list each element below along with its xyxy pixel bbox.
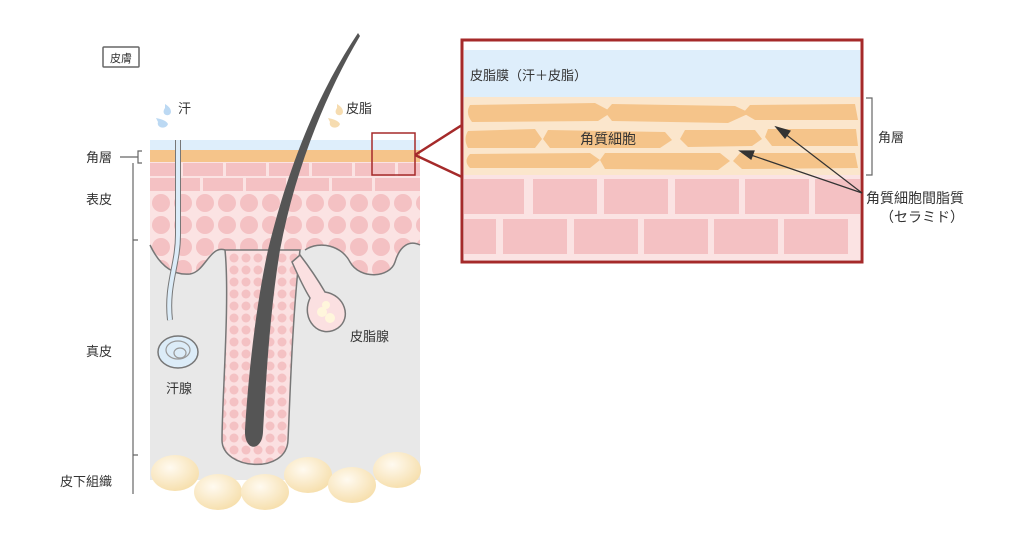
subcutaneous-fat [151, 452, 421, 510]
corneocyte-label: 角質細胞 [580, 132, 636, 148]
sweat-label: 汗 [178, 102, 191, 117]
ceramide-label: （セラミド） [880, 210, 964, 226]
sebaceous-gland [291, 253, 347, 333]
zoomed-view: 皮脂膜（汗＋皮脂） 角質細胞 [460, 38, 864, 264]
hair [244, 33, 360, 447]
zoom-callout [371, 123, 463, 179]
title-text: 皮膚 [110, 51, 132, 65]
epidermis-cells [150, 192, 420, 275]
sebum-film [150, 140, 420, 150]
sweat-gland [157, 140, 199, 369]
sebum-film-label: 皮脂膜（汗＋皮脂） [470, 69, 587, 84]
zoom-stratum-corneum-label: 角層 [878, 131, 904, 146]
subcutis-label: 皮下組織 [60, 475, 112, 490]
sweat-gland-label: 汗腺 [166, 382, 192, 397]
corneocytes [465, 103, 858, 170]
epidermis-label: 表皮 [86, 193, 112, 208]
zoom-bracket [866, 97, 873, 176]
skin-section [149, 33, 421, 510]
lipid-label: 角質細胞間脂質 [866, 191, 964, 207]
sweat-droplet-icon [156, 104, 171, 128]
sebaceous-gland-label: 皮脂腺 [350, 330, 389, 345]
layer-brackets [120, 150, 142, 494]
sebum-label: 皮脂 [346, 102, 372, 117]
dermis-label: 真皮 [86, 345, 112, 360]
zoom-bricks [464, 179, 860, 254]
sebum-droplet-icon [328, 104, 343, 128]
lipid-arrows [738, 125, 863, 194]
stratum-corneum [150, 150, 420, 162]
title-box: 皮膚 [102, 46, 140, 68]
brick-layer [150, 162, 420, 192]
stratum-corneum-label: 角層 [86, 151, 112, 166]
